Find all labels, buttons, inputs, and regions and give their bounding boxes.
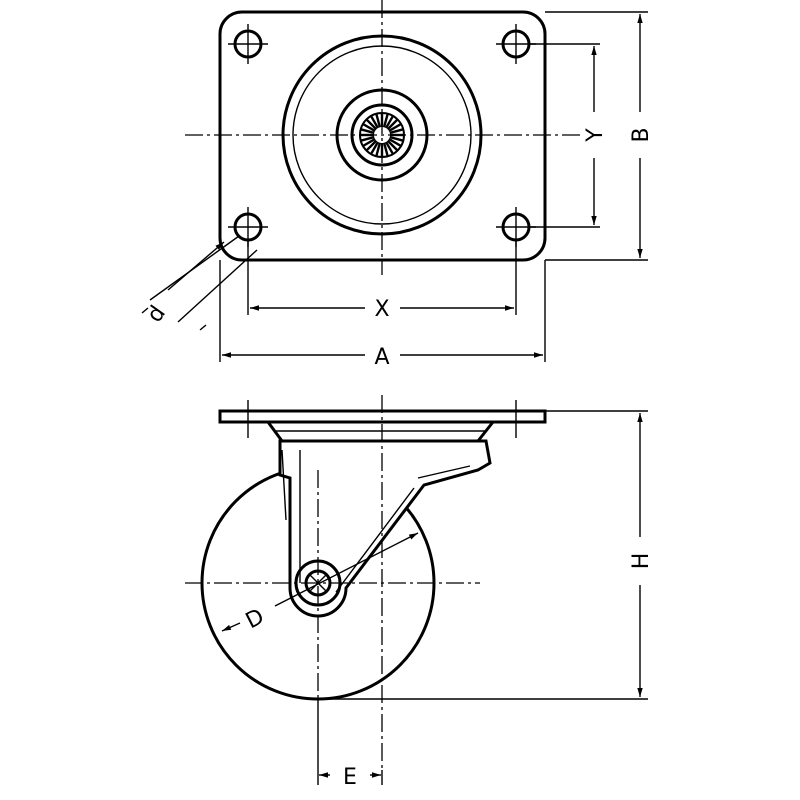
label-wheel-d: D bbox=[242, 604, 268, 634]
dimension-y: Y bbox=[530, 43, 608, 228]
dimension-h: H bbox=[318, 410, 654, 700]
mounting-plate bbox=[218, 10, 547, 262]
dimension-x: X bbox=[247, 240, 517, 322]
dimension-a: A bbox=[219, 260, 546, 370]
dimension-e: E bbox=[317, 700, 383, 790]
label-h: H bbox=[629, 553, 654, 570]
label-e: E bbox=[343, 765, 357, 790]
label-x: X bbox=[374, 297, 389, 322]
dimension-b: B bbox=[545, 11, 654, 261]
label-b: B bbox=[629, 127, 654, 142]
fork bbox=[278, 439, 492, 618]
label-d: d bbox=[142, 301, 170, 327]
label-a: A bbox=[374, 345, 389, 370]
side-view: D H E bbox=[185, 395, 654, 790]
label-y: Y bbox=[583, 128, 608, 143]
top-view: Y B X A bbox=[141, 0, 654, 370]
dimension-d: d bbox=[141, 235, 258, 331]
